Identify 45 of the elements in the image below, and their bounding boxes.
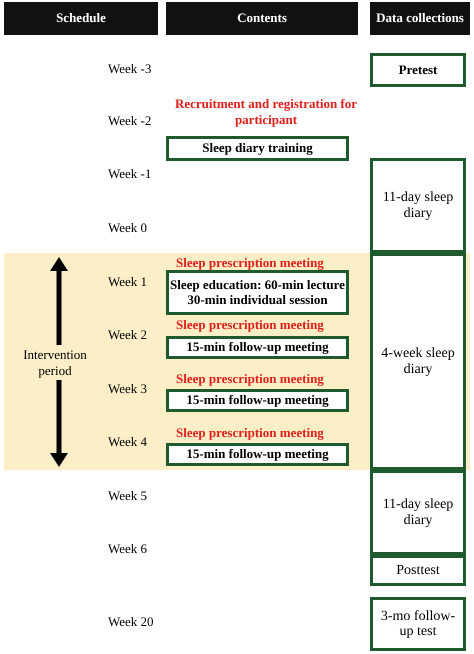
header-label: Data collections [376,11,464,26]
week-label: Week 5 [108,489,148,502]
week-label: Week 20 [108,615,154,628]
box-label: 4-week sleep diary [380,346,456,377]
content-box [166,443,349,466]
data-box [370,470,466,555]
column-header [166,2,358,35]
meeting-note: Sleep prescription meeting [176,256,324,269]
content-box [166,389,349,412]
week-label: Week -1 [108,167,152,180]
data-box [370,158,466,253]
data-box [370,53,466,87]
data-box [370,253,466,470]
box-label: 15-min follow-up meeting [186,340,329,355]
box-label: Sleep diary training [202,141,313,156]
week-label: Week 0 [108,221,148,234]
header-label: Schedule [56,11,106,26]
highlight-band [4,253,470,470]
content-box [166,336,349,359]
week-label: Week -2 [108,114,152,127]
box-label: 11-day sleep diary [382,190,454,221]
content-box [166,136,349,161]
week-label: Week 3 [108,382,148,395]
week-label: Week -3 [108,62,152,75]
meeting-note: Sleep prescription meeting [176,318,324,331]
box-label: Pretest [398,62,438,78]
column-header [370,2,470,35]
box-label: 15-min follow-up meeting [186,447,329,462]
meeting-note: Sleep prescription meeting [176,426,324,439]
box-label: 11-day sleep diary [382,497,454,528]
meeting-note: Sleep prescription meeting [176,372,324,385]
content-box [166,270,349,315]
data-box [370,555,466,586]
header-label: Contents [237,11,287,26]
week-label: Week 1 [108,275,148,288]
week-label: Week 6 [108,542,148,555]
week-label: Week 4 [108,435,148,448]
column-header [4,2,158,35]
data-box [370,597,466,651]
box-label: 15-min follow-up meeting [186,393,329,408]
recruitment-note: Recruitment and registration for participant [174,96,358,128]
box-label: Posttest [396,562,440,578]
week-label: Week 2 [108,328,148,341]
box-label: Sleep education: 60-min lecture 30-min individual session [169,278,346,307]
box-label: 3-mo follow-up test [380,608,456,640]
